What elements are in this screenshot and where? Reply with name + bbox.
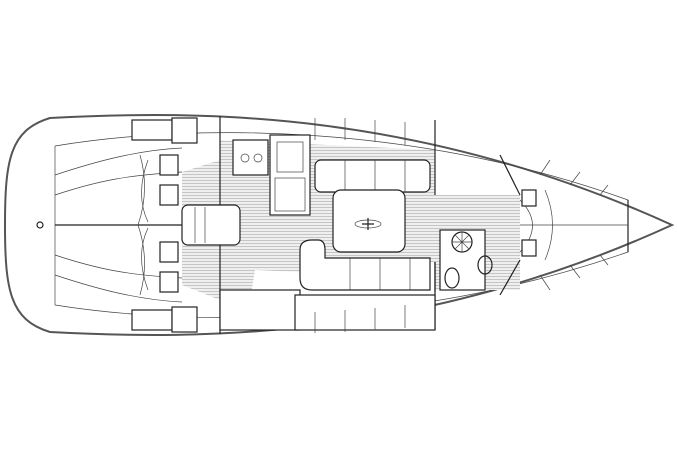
- aft-cabins: [36, 117, 198, 333]
- compass-icon: [362, 218, 374, 230]
- saloon: [219, 159, 436, 331]
- stove-burner-icon: [240, 153, 250, 163]
- sink-icon: [477, 255, 493, 275]
- companionway-steps[interactable]: [181, 204, 241, 246]
- stern-fitting-icon: [36, 221, 44, 229]
- head: [434, 229, 493, 292]
- saloon-table: [332, 189, 406, 253]
- lockers: [314, 118, 609, 333]
- toilet-icon: [444, 267, 460, 289]
- forward-cabin: [499, 154, 628, 296]
- stove-burner-icon: [253, 153, 263, 163]
- galley: [232, 134, 311, 216]
